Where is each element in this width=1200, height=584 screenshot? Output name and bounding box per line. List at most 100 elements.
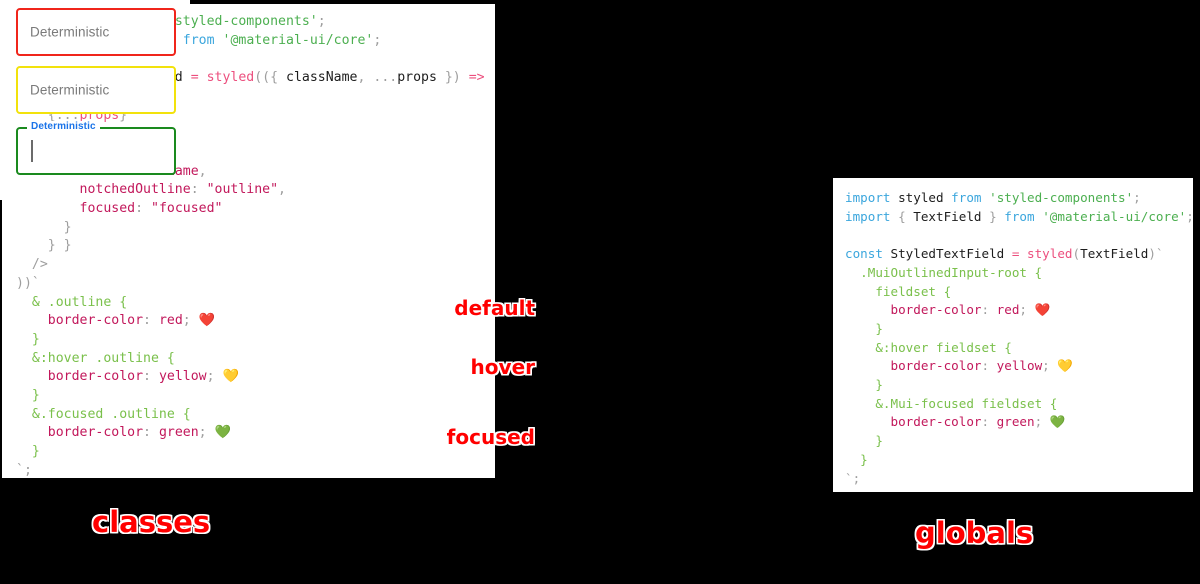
code-token: border-color — [47, 425, 144, 441]
code-token: , — [278, 182, 286, 198]
code-token — [845, 433, 875, 448]
code-token: ; — [1034, 414, 1050, 430]
code-token: } — [31, 444, 40, 460]
preview-panel: Deterministic Deterministic Deterministi… — [0, 0, 190, 200]
code-token — [16, 238, 48, 253]
code-token: { — [898, 208, 906, 224]
code-token: } — [119, 107, 128, 123]
code-token — [982, 190, 990, 205]
annotation-focused: focused — [446, 425, 535, 449]
code-token — [845, 358, 891, 373]
code-token: : — [143, 425, 159, 441]
code-token: } — [989, 208, 997, 224]
code-line: } } — [16, 237, 495, 256]
textfield-default[interactable]: Deterministic — [16, 8, 176, 56]
code-token: styled — [898, 190, 944, 205]
code-token: green — [158, 425, 199, 441]
annotation-hover: hover — [470, 355, 535, 379]
code-line: &.focused .outline { — [16, 406, 495, 425]
code-token: , — [198, 163, 207, 179]
code-token: ; — [1019, 302, 1035, 318]
code-token: ; — [317, 14, 326, 29]
code-token — [1019, 246, 1027, 261]
code-token: { — [47, 107, 56, 123]
code-token — [16, 313, 48, 328]
code-token: : — [135, 201, 151, 217]
code-token: /> — [31, 257, 48, 273]
code-line: const StyledTextField = styled(TextField… — [845, 245, 1193, 264]
code-token — [16, 444, 32, 459]
code-token: } — [860, 451, 868, 467]
code-token: from — [951, 190, 982, 205]
code-token — [845, 377, 875, 392]
code-token: yellow — [158, 369, 207, 385]
code-line: &:hover fieldset { — [845, 339, 1193, 358]
code-token: red — [158, 313, 183, 329]
code-token: ... — [365, 70, 398, 86]
code-line: } — [845, 320, 1193, 339]
code-token: props — [397, 70, 437, 86]
code-token: : — [190, 182, 207, 198]
code-line: .MuiOutlinedInput-root { — [845, 264, 1193, 283]
code-token: focused — [79, 201, 136, 217]
code-token: import — [845, 190, 899, 205]
code-token — [16, 201, 80, 216]
code-token: border-color — [890, 414, 982, 430]
code-token: StyledTextField — [882, 246, 1012, 262]
code-line: & .outline { — [16, 294, 495, 313]
code-token: { — [270, 70, 287, 86]
code-token: : — [981, 358, 997, 374]
code-token: )` — [1148, 246, 1164, 262]
code-token: '@material-ui/core' — [1042, 208, 1187, 224]
code-token: className — [286, 70, 358, 86]
annotation-globals-title: globals — [915, 516, 1034, 550]
code-token: from — [1004, 208, 1035, 224]
code-token: ( — [1072, 246, 1081, 262]
code-token: `; — [845, 470, 861, 486]
code-token: : — [143, 313, 159, 329]
code-token — [16, 332, 32, 347]
heart-emoji: 💛 — [1057, 358, 1074, 374]
code-token: & .outline { — [31, 294, 128, 310]
code-token — [845, 340, 875, 355]
code-token: ; — [373, 32, 382, 48]
textfield-hover-placeholder: Deterministic — [30, 82, 110, 98]
code-token: } — [63, 219, 72, 235]
code-token — [845, 284, 875, 299]
code-token — [16, 369, 48, 384]
code-token: border-color — [47, 369, 144, 385]
code-token — [16, 351, 32, 366]
heart-emoji: ❤️ — [198, 313, 216, 329]
code-token: "outline" — [206, 182, 279, 198]
code-token: } — [875, 377, 883, 393]
textfield-hover[interactable]: Deterministic — [16, 66, 176, 114]
code-token — [16, 257, 32, 272]
code-line: } — [845, 451, 1193, 470]
code-line: fieldset { — [845, 283, 1193, 302]
code-token: notchedOutline — [79, 182, 191, 198]
code-token: = — [190, 70, 199, 86]
code-token — [199, 70, 207, 85]
code-token: 'styled-components' — [989, 190, 1134, 205]
code-token: = — [1011, 246, 1020, 262]
textfield-focused[interactable]: Deterministic — [16, 121, 176, 175]
code-token: ; — [198, 425, 215, 441]
code-token — [16, 220, 64, 235]
code-token — [16, 407, 32, 422]
code-token: TextField — [905, 208, 990, 224]
code-token: ; — [1133, 190, 1141, 205]
code-token: ; — [1186, 209, 1193, 224]
code-token: ))` — [16, 275, 40, 291]
code-token: border-color — [47, 313, 144, 329]
code-token: => — [468, 70, 485, 86]
heart-emoji: ❤️ — [1034, 302, 1051, 318]
code-line: import styled from 'styled-components'; — [845, 189, 1193, 208]
code-line: border-color: yellow; 💛 — [16, 368, 495, 387]
code-token — [16, 388, 32, 403]
code-token — [845, 452, 860, 467]
code-token: } — [31, 331, 40, 347]
text-caret — [31, 140, 33, 162]
code-token: TextField — [1080, 246, 1149, 262]
code-token: } } — [47, 238, 72, 254]
code-line: } — [16, 331, 495, 350]
